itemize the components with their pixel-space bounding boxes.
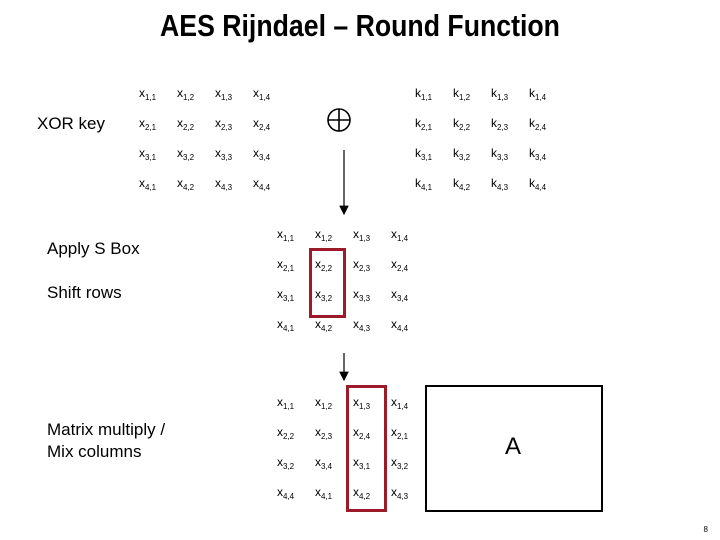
key-matrix: k1,1 k1,2 k1,3 k1,4 k2,1 k2,2 k2,3 k2,4 k3,1 k3,2…: [414, 78, 566, 198]
matrix-cell: k1,2: [453, 86, 471, 102]
matrix-cell: x4,2: [315, 317, 333, 333]
matrix-cell: x1,1: [277, 227, 295, 243]
matrix-cell: x1,4: [391, 227, 409, 243]
shift-rows-label: Shift rows: [47, 283, 122, 302]
matrix-cell: x3,4: [253, 146, 271, 162]
matrix-cell: k1,4: [529, 86, 547, 102]
matrix-cell: k2,1: [415, 116, 433, 132]
matrix-cell: k3,2: [453, 146, 471, 162]
matrix-cell: x1,1: [139, 86, 157, 102]
matrix-cell: x2,3: [315, 425, 333, 441]
matrix-cell: x4,3: [353, 317, 371, 333]
matrix-cell: k4,4: [529, 176, 547, 192]
matrix-cell: x3,1: [277, 287, 295, 303]
matrix-cell: k1,1: [415, 86, 433, 102]
matrix-cell: x3,4: [391, 287, 409, 303]
matrix-cell: x1,4: [391, 395, 409, 411]
matrix-cell: x3,2: [277, 455, 295, 471]
matrix-cell: x4,3: [391, 485, 409, 501]
matrix-cell: x1,2: [315, 395, 333, 411]
matrix-cell: x3,4: [315, 455, 333, 471]
slide-title: AES Rijndael – Round Function: [160, 8, 560, 43]
matrix-cell: x2,4: [253, 116, 271, 132]
matrix-cell: x1,4: [253, 86, 271, 102]
matrix-cell: x4,4: [277, 485, 295, 501]
matrix-cell: k4,1: [415, 176, 433, 192]
matrix-cell: x3,1: [353, 455, 371, 471]
matrix-cell: x2,3: [215, 116, 233, 132]
shift-highlight-column: [309, 248, 346, 318]
matrix-cell: x2,1: [391, 425, 409, 441]
matrix-cell: x4,2: [177, 176, 195, 192]
matrix-cell: x3,3: [353, 287, 371, 303]
mix-columns-label-line2: Mix columns: [47, 442, 142, 461]
matrix-cell: x1,3: [215, 86, 233, 102]
mix-columns-label-line1: Matrix multiply /: [47, 420, 166, 439]
matrix-cell: k3,3: [491, 146, 509, 162]
matrix-cell: x4,3: [215, 176, 233, 192]
matrix-cell: x2,4: [353, 425, 371, 441]
matrix-cell: x4,1: [277, 317, 295, 333]
state-matrix: x1,1 x1,2 x1,3 x1,4 x2,1 x2,2 x2,3 x2,4 x3,1 x3,2…: [138, 78, 290, 198]
matrix-cell: x3,2: [177, 146, 195, 162]
matrix-cell: x1,3: [353, 395, 371, 411]
xor-key-label: XOR key: [37, 114, 106, 133]
sbox-matrix: x1,1 x1,2 x1,3 x1,4 x2,1 x2,2 x2,3 x2,4 x3,1 x3,2…: [276, 219, 428, 339]
mix-matrix-box: A: [425, 385, 603, 512]
matrix-cell: k2,3: [491, 116, 509, 132]
matrix-cell: x3,2: [315, 287, 333, 303]
matrix-cell: x1,2: [315, 227, 333, 243]
matrix-cell: x1,3: [353, 227, 371, 243]
matrix-cell: x2,2: [315, 257, 333, 273]
matrix-cell: x2,2: [177, 116, 195, 132]
matrix-cell: x4,4: [391, 317, 409, 333]
matrix-cell: k1,3: [491, 86, 509, 102]
matrix-cell: x2,1: [277, 257, 295, 273]
matrix-cell: x1,2: [177, 86, 195, 102]
matrix-cell: x3,1: [139, 146, 157, 162]
matrix-cell: k2,2: [453, 116, 471, 132]
matrix-cell: x4,4: [253, 176, 271, 192]
shifted-matrix: x1,1 x1,2 x1,3 x1,4 x2,2 x2,3 x2,4 x2,1 x3,2 x3,4…: [276, 387, 428, 507]
matrix-cell: k4,2: [453, 176, 471, 192]
apply-sbox-label: Apply S Box: [47, 239, 140, 258]
mix-highlight-column: [346, 385, 387, 512]
matrix-cell: x4,1: [315, 485, 333, 501]
matrix-cell: x1,1: [277, 395, 295, 411]
matrix-cell: x2,2: [277, 425, 295, 441]
matrix-cell: x3,3: [215, 146, 233, 162]
matrix-cell: x2,3: [353, 257, 371, 273]
matrix-cell: x4,2: [353, 485, 371, 501]
matrix-cell: k3,1: [415, 146, 433, 162]
page-number: 8: [703, 525, 708, 534]
matrix-cell: x2,4: [391, 257, 409, 273]
matrix-cell: k3,4: [529, 146, 547, 162]
matrix-cell: k4,3: [491, 176, 509, 192]
matrix-cell: k2,4: [529, 116, 547, 132]
matrix-cell: x3,2: [391, 455, 409, 471]
xor-operator-icon: [327, 108, 351, 132]
matrix-cell: x2,1: [139, 116, 157, 132]
matrix-cell: x4,1: [139, 176, 157, 192]
mix-matrix-label: A: [505, 433, 522, 460]
